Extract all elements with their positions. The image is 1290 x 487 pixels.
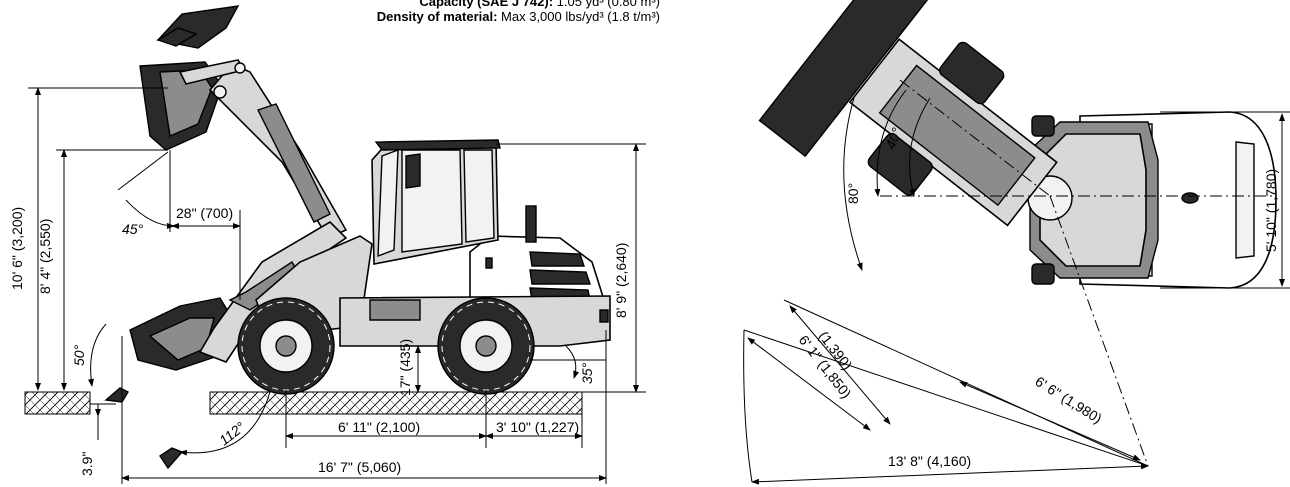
ground-left	[24, 391, 91, 415]
total-angle-label: 80°	[845, 183, 861, 204]
density-value: Max 3,000 lbs/yd³ (1.8 t/m³)	[501, 9, 660, 24]
top-front-body	[758, 0, 1058, 227]
turning-circle-label: 13' 8" (4,160)	[888, 453, 971, 469]
dump-angle-label: 45°	[122, 221, 144, 237]
wheelbase-label: 6' 11" (2,100)	[338, 419, 420, 435]
articulation-angle-label: 40°	[882, 125, 905, 151]
departure-angle-label: 35°	[579, 362, 595, 384]
raised-lift-arm	[178, 59, 348, 240]
top-rear-body	[1027, 111, 1277, 289]
top-view: 5' 10" (1,780) 40° 80° 6' 6" (1,980) 6' …	[743, 0, 1290, 485]
overall-length-label: 16' 7" (5,060)	[318, 459, 401, 475]
overall-height-label: 8' 9" (2,640)	[613, 243, 629, 318]
dig-bucket-icon	[104, 387, 129, 403]
rollback-angle-label: 50°	[71, 344, 87, 366]
top-rear-wheels	[1031, 115, 1055, 285]
front-wheel	[237, 297, 335, 395]
dump-height-label: 8' 4" (2,550)	[37, 219, 53, 294]
carry-bucket-icon	[159, 447, 184, 470]
density-line: Density of material: Max 3,000 lbs/yd³ (…	[377, 9, 660, 24]
dig-depth-label: 3.9"	[79, 452, 95, 476]
capacity-value: 1.05 yd³ (0.80 m³)	[556, 0, 660, 9]
max-pin-height-label: 10' 6" (3,200)	[9, 207, 25, 290]
rear-overhang-label: 3' 10" (1,227)	[496, 419, 579, 435]
side-view: 10' 6" (3,200) 8' 4" (2,550) 28" (700) 4…	[9, 5, 646, 484]
capacity-line: Capacity (SAE J 742): 1.05 yd³ (0.80 m³)	[419, 0, 660, 9]
reach-label: 28" (700)	[176, 205, 233, 221]
vehicle-width-label: 5' 10" (1,780)	[1263, 169, 1279, 252]
density-label: Density of material:	[376, 9, 498, 24]
rear-wheel	[437, 297, 535, 395]
ground-clearance-label: 17" (435)	[397, 339, 413, 396]
raised-bucket	[139, 5, 240, 151]
capacity-label: Capacity (SAE J 742):	[419, 0, 554, 9]
